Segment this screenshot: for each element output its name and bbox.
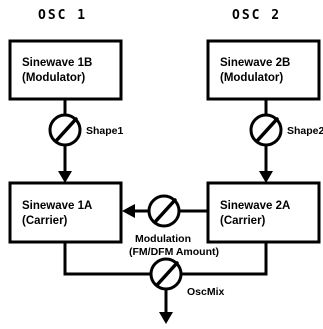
sinewave-2b-box: Sinewave 2B (Modulator)	[206, 39, 321, 101]
sinewave-2a-role: (Carrier)	[220, 215, 266, 227]
arrow-modulation	[122, 204, 135, 218]
arrow-into-1a	[58, 171, 72, 183]
shape1-label: Shape1	[86, 125, 124, 137]
modulation-label: Modulation	[135, 233, 191, 245]
osc2-header: OSC 2	[232, 8, 281, 23]
sinewave-1a-box: Sinewave 1A (Carrier)	[8, 181, 123, 244]
sinewave-2b-title: Sinewave 2B	[220, 57, 290, 69]
shape2-knob-icon[interactable]	[249, 113, 283, 147]
oscmix-knob-icon[interactable]	[149, 257, 183, 291]
sinewave-2b-role: (Modulator)	[220, 72, 283, 84]
sinewave-1b-box: Sinewave 1B (Modulator)	[8, 39, 123, 101]
sinewave-2a-box: Sinewave 2A (Carrier)	[206, 181, 321, 244]
oscmix-label: OscMix	[187, 286, 225, 298]
arrow-into-2a	[259, 171, 273, 183]
arrow-output	[159, 312, 173, 324]
modulation-amount-label: (FM/DFM Amount)	[129, 246, 219, 258]
wire-1a-to-mix	[63, 242, 151, 276]
modulation-knob-icon[interactable]	[147, 194, 181, 228]
sinewave-1a-title: Sinewave 1A	[22, 200, 92, 212]
shape2-label: Shape2	[287, 125, 323, 137]
shape1-knob-icon[interactable]	[48, 113, 82, 147]
sinewave-1b-role: (Modulator)	[22, 72, 85, 84]
sinewave-2a-title: Sinewave 2A	[220, 200, 290, 212]
sinewave-1b-title: Sinewave 1B	[22, 57, 92, 69]
wire-2a-to-mix	[181, 242, 268, 276]
osc1-header: OSC 1	[38, 8, 87, 23]
sinewave-1a-role: (Carrier)	[22, 215, 68, 227]
